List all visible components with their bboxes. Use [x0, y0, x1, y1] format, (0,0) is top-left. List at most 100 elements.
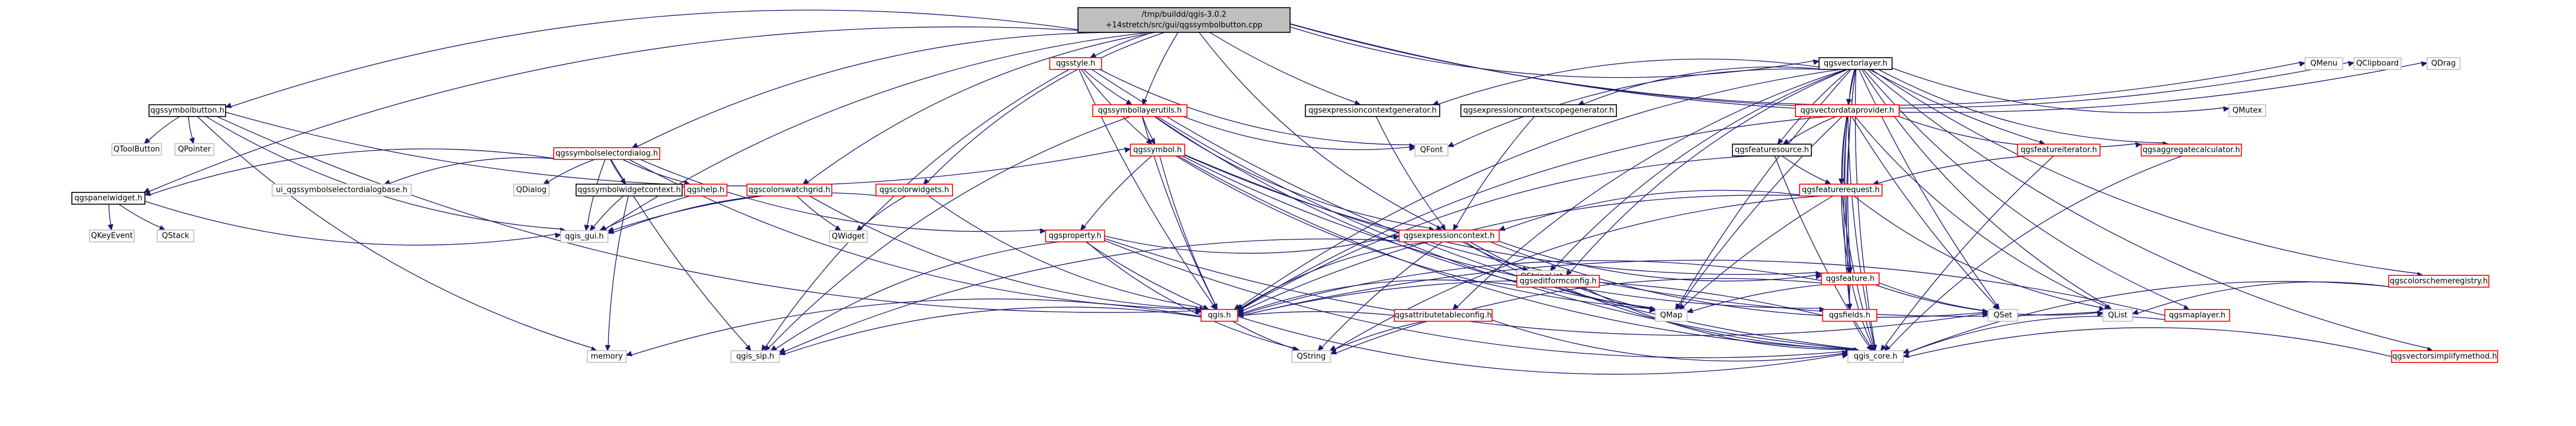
node-qgis-h[interactable]: qgis.h — [1201, 309, 1238, 322]
node-label: qgsvectordataprovider.h — [1801, 106, 1894, 115]
node-qgssymbolwidgetcontext-h[interactable]: qgssymbolwidgetcontext.h — [576, 184, 683, 197]
edge-line — [2137, 281, 2389, 314]
node-root[interactable]: /tmp/buildd/qgis-3.0.2+14stretch/src/gui… — [1077, 7, 1291, 33]
node-qdialog: QDialog — [513, 184, 550, 197]
node-qgsmaplayer-h[interactable]: qgsmaplayer.h — [2164, 309, 2230, 322]
edge-qgsfeaturerequest_h-to-qlist — [1853, 195, 2106, 311]
node-label: qgseditformconfig.h — [1520, 277, 1597, 286]
node-qgsexpressioncontextgenerator-h[interactable]: qgsexpressioncontextgenerator.h — [1305, 104, 1440, 117]
edge-line — [637, 32, 1131, 147]
node-qgssymbol-h[interactable]: qgssymbol.h — [1130, 144, 1185, 157]
node-qgsaggregatecalculator-h[interactable]: qgsaggregatecalculator.h — [2141, 144, 2242, 157]
node-qpointer: QPointer — [174, 143, 214, 156]
edge-line — [1871, 69, 2418, 274]
node-box — [111, 143, 162, 156]
node-qgsexpressioncontext-h[interactable]: qgsexpressioncontext.h — [1398, 229, 1500, 242]
node-qgsvectorsimplifymethod-h[interactable]: qgsvectorsimplifymethod.h — [2391, 350, 2498, 363]
edge-qgsvectorlayer_h-to-qgscolorschemeregistry_h — [1871, 69, 2424, 278]
edge-arrowhead — [922, 178, 930, 185]
edge-arrowhead — [1452, 303, 1459, 310]
node-box — [560, 230, 609, 243]
edge-line — [1242, 194, 1812, 311]
node-label: qgsproperty.h — [1049, 232, 1101, 241]
node-qgseditformconfig-h[interactable]: qgseditformconfig.h — [1516, 275, 1600, 288]
edge-line — [1086, 241, 1295, 349]
edge-qgis_h-to-memory — [625, 298, 1202, 357]
edge-arrowhead — [1902, 348, 1910, 354]
node-qgspanelwidget-h[interactable]: qgspanelwidget.h — [71, 192, 146, 205]
node-qgssymbollayerutils-h[interactable]: qgssymbollayerutils.h — [1092, 104, 1188, 117]
node-qgsfeatureiterator-h[interactable]: qgsfeatureiterator.h — [2017, 144, 2101, 157]
edge-line — [1335, 278, 1822, 354]
edge-line — [1239, 69, 1841, 308]
edge-arrowhead — [763, 344, 771, 351]
edge-arrowhead — [1447, 141, 1454, 147]
edge-line — [225, 111, 1126, 187]
edge-qgssymbolwidgetcontext_h-to-qgs_gui_h — [589, 195, 624, 231]
node-label: qgscolorwidgets.h — [879, 186, 949, 195]
edge-arrowhead — [1880, 344, 1887, 351]
edge-line — [1504, 189, 1800, 230]
edge-line — [1159, 155, 1216, 305]
node-label: qgis_core.h — [1854, 352, 1897, 361]
edge-line — [1582, 287, 1846, 350]
node-qgscolorwidgets-h[interactable]: qgscolorwidgets.h — [875, 184, 953, 197]
node-qgssymbolbutton-h[interactable]: qgssymbolbutton.h — [148, 104, 226, 117]
node-box — [272, 184, 412, 197]
edge-qgsexpressioncontextgenerator_h-to-qgsexpressioncontext_h — [1375, 116, 1446, 231]
edge-line — [1841, 195, 1850, 268]
node-label: qgssymbollayerutils.h — [1098, 106, 1182, 115]
edge-arrowhead — [1783, 138, 1790, 145]
edge-line — [613, 192, 877, 233]
node-qgsfields-h[interactable]: qgsfields.h — [1822, 309, 1877, 322]
edge-qgssymbolselectordialog_h-to-qgshelp_h — [622, 159, 691, 186]
edge-arrowhead — [189, 137, 195, 145]
edge-arrowhead — [745, 344, 752, 351]
node-qgsfeature-h[interactable]: qgsfeature.h — [1821, 272, 1880, 285]
edge-arrowhead — [1453, 224, 1459, 231]
edge-qgssymbolselectordialog_h-to-ui_qgssymbolselectordialogbase_h — [383, 157, 564, 185]
node-qgshelp-h[interactable]: qgshelp.h — [684, 184, 728, 197]
node-qgscolorswatchgrid-h[interactable]: qgscolorswatchgrid.h — [746, 184, 832, 197]
node-qgsproperty-h[interactable]: qgsproperty.h — [1045, 229, 1105, 242]
edge-arrowhead — [2420, 61, 2428, 67]
edge-line — [1869, 69, 2041, 143]
node-qgsfeaturerequest-h[interactable]: qgsfeaturerequest.h — [1799, 184, 1883, 197]
edge-line — [640, 159, 1041, 232]
edge-line — [197, 116, 593, 349]
node-qgssymbolselectordialog-h[interactable]: qgssymbolselectordialog.h — [553, 147, 660, 160]
edge-arrowhead — [107, 224, 114, 231]
edge-line — [148, 116, 180, 141]
edge-line — [808, 32, 1156, 182]
edge-arrowhead — [1409, 145, 1416, 151]
edge-line — [622, 159, 685, 183]
node-qgsattributetableconfig-h[interactable]: qgsattributetableconfig.h — [1394, 309, 1493, 322]
edge-line — [230, 9, 1079, 107]
node-box — [71, 192, 146, 205]
edge-qgssymbollayerutils_h-to-qgis_sip_h — [763, 116, 1131, 351]
node-label: qgsvectorsimplifymethod.h — [2392, 352, 2497, 361]
node-box — [2141, 144, 2242, 157]
node-qgsstyle-h[interactable]: qgsstyle.h — [1049, 57, 1102, 70]
edge-line — [1085, 241, 1205, 308]
node-qgsvectorlayer-h[interactable]: qgsvectorlayer.h — [1818, 57, 1893, 70]
edge-line — [1242, 260, 1822, 315]
edge-line — [1241, 241, 1433, 308]
edge-line — [1841, 195, 1874, 346]
edge-line — [809, 195, 1196, 309]
edge-line — [1490, 241, 1983, 318]
edge-arrowhead — [1982, 308, 1989, 314]
node-box — [1516, 275, 1600, 288]
edge-arrowhead — [607, 228, 614, 234]
edge-line — [1683, 195, 1833, 307]
node-qgsvectordataprovider-h[interactable]: qgsvectordataprovider.h — [1795, 104, 1900, 117]
node-qgscolorschemeregistry-h[interactable]: qgscolorschemeregistry.h — [2388, 275, 2489, 288]
edge-arrowhead — [1866, 344, 1873, 351]
edge-line — [1099, 69, 1410, 145]
edge-arrowhead — [1884, 344, 1891, 351]
node-qgsfeaturesource-h[interactable]: qgsfeaturesource.h — [1732, 144, 1812, 157]
edge-qgspanelwidget_h-to-qstack — [118, 204, 166, 231]
edge-qgsexpressioncontext_h-to-qgis_sip_h — [778, 238, 1416, 353]
node-qgsexpressioncontextscopegenerator-h[interactable]: qgsexpressioncontextscopegenerator.h — [1460, 104, 1617, 117]
edge-line — [784, 307, 1202, 355]
